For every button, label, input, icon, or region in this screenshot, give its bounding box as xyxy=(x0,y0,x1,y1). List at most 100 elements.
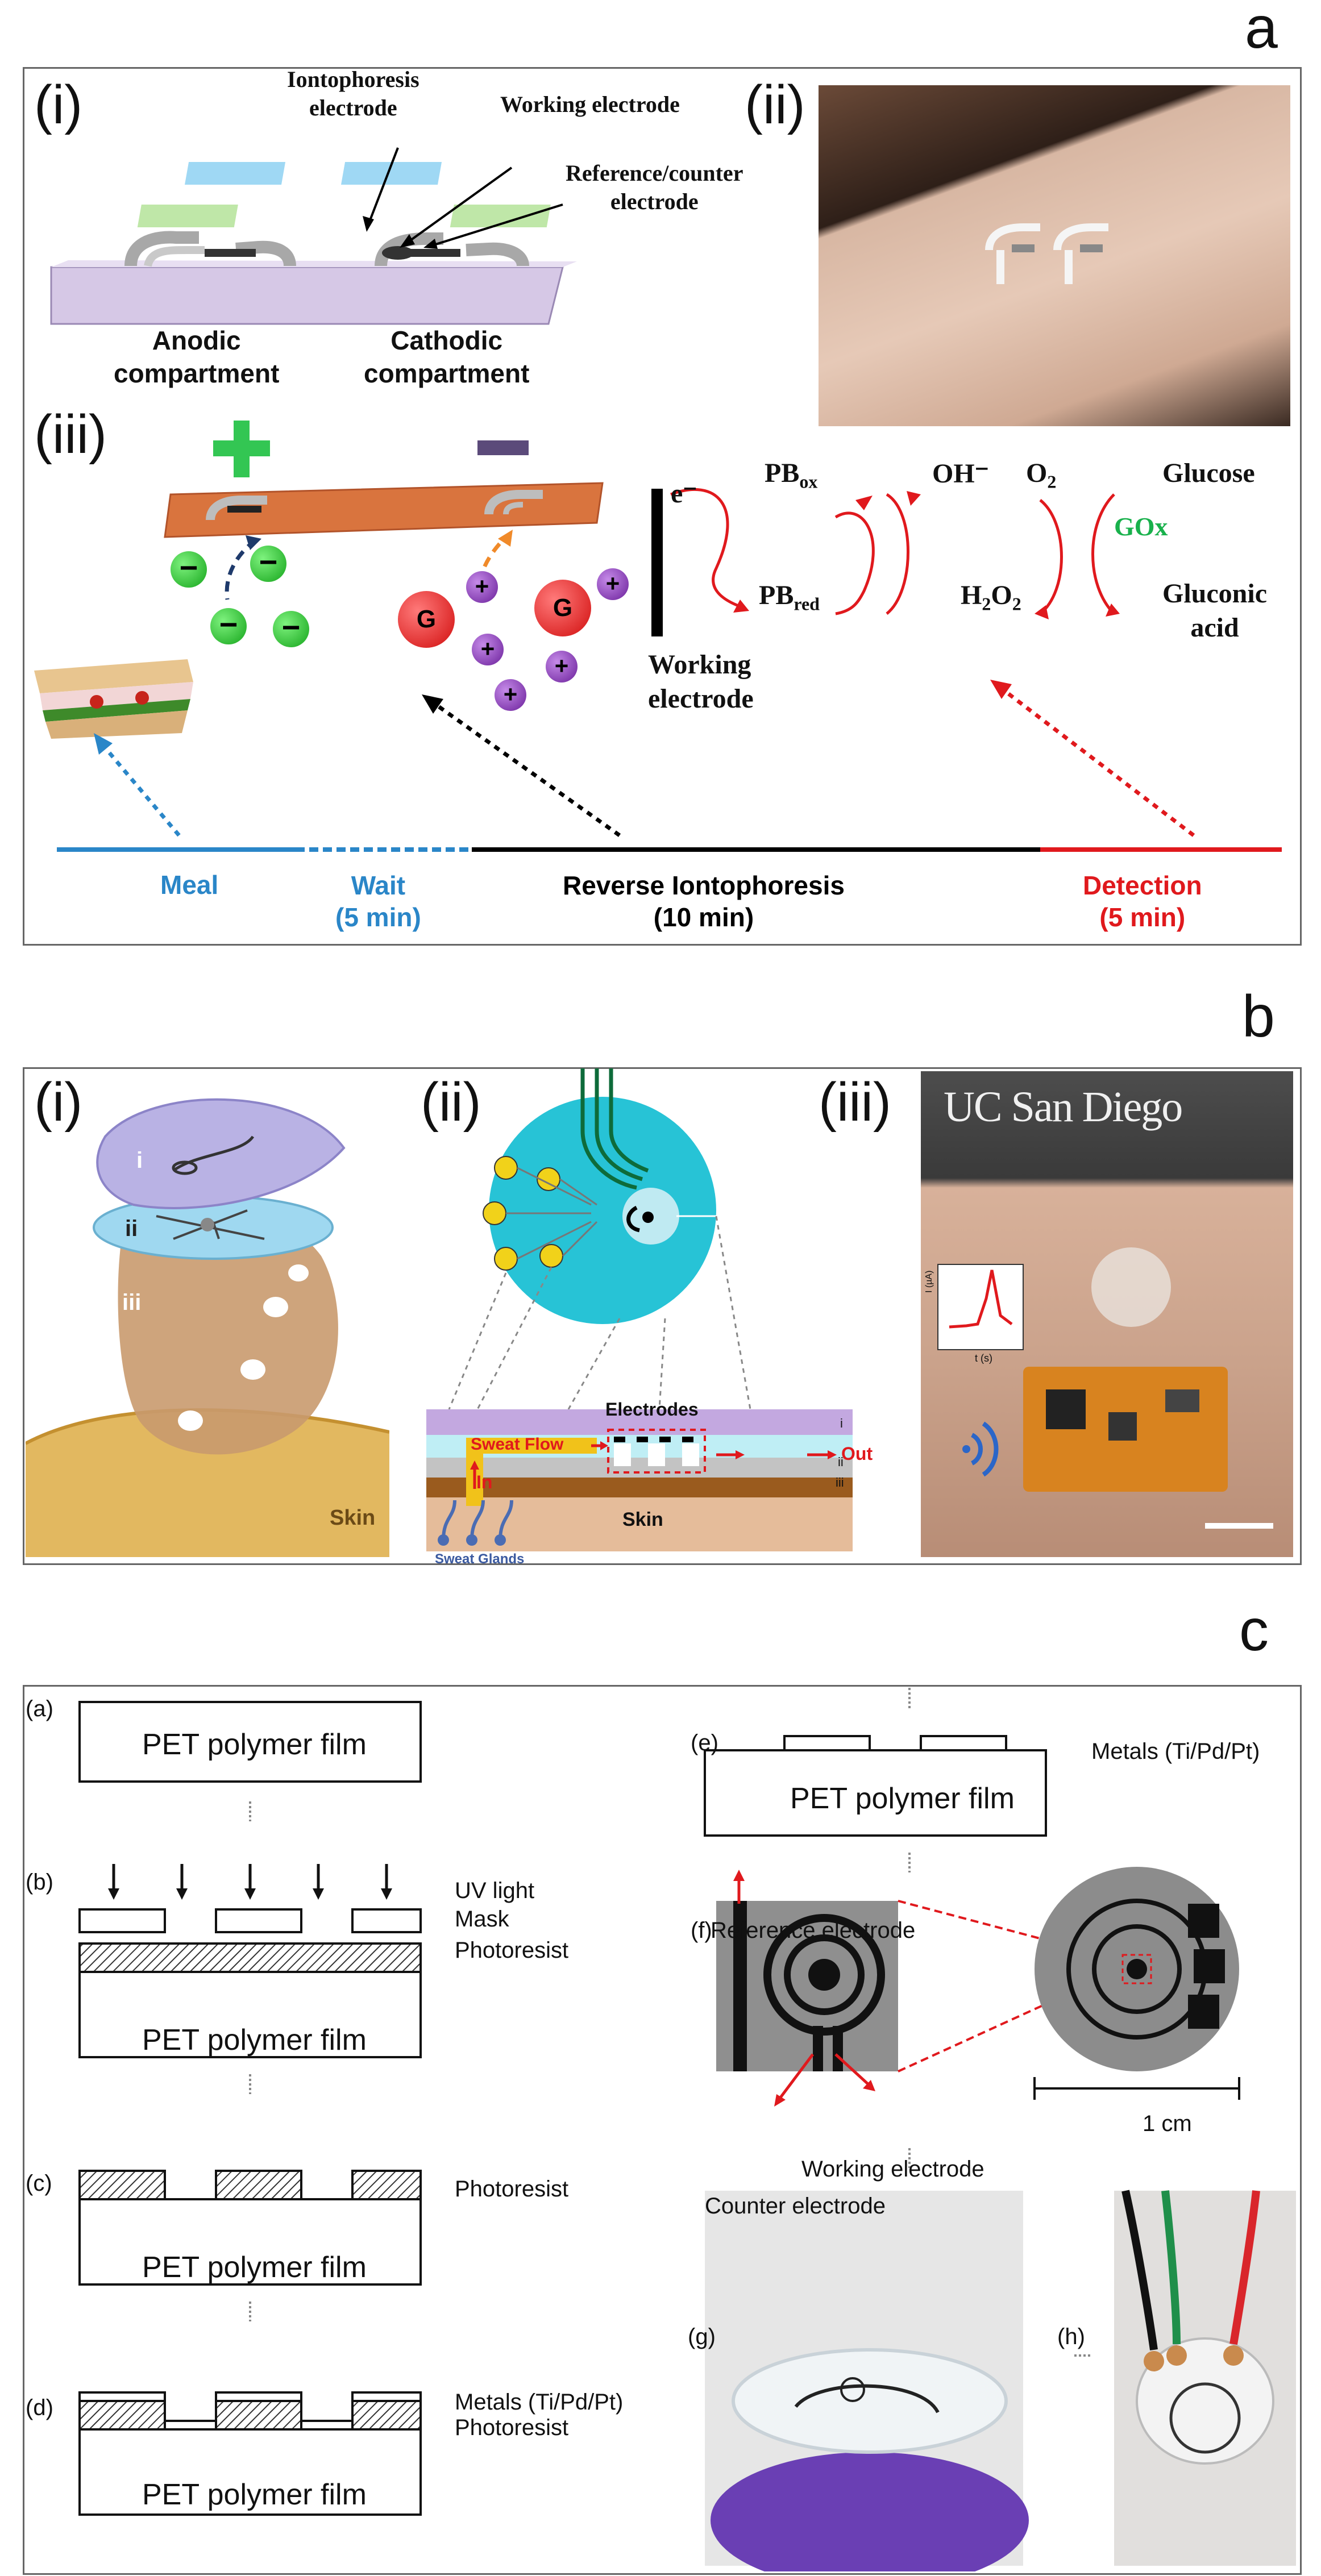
h2o2-sub2: 2 xyxy=(1012,593,1021,614)
h2o2-h: H xyxy=(961,580,982,610)
anion-3: − xyxy=(210,608,247,644)
cross-section-skin-label: Skin xyxy=(622,1509,663,1530)
working-electrode-dot xyxy=(382,246,414,260)
gox-label: GOx xyxy=(1114,512,1168,541)
pb-red-text: PB xyxy=(759,580,794,610)
fabrication-steps-right xyxy=(704,1688,1296,2571)
exploded-layers xyxy=(26,1098,389,1557)
layer-label-ii: ii xyxy=(125,1216,138,1241)
step-e-label: (e) xyxy=(691,1730,718,1755)
substrate xyxy=(50,266,564,325)
sandwich-image xyxy=(28,648,199,744)
panel-a-sub-iii: (iii) xyxy=(34,404,107,465)
step-d-film: PET polymer film xyxy=(142,2478,367,2511)
ucsd-logo-text: UC San Diego xyxy=(944,1083,1183,1131)
hydroxide-label: OH⁻ xyxy=(932,459,990,489)
cs-label-i: i xyxy=(840,1416,843,1430)
skin-label: Skin xyxy=(330,1506,376,1530)
anode-electrode xyxy=(205,249,256,257)
cation-4: + xyxy=(495,679,526,711)
h2o2-o: O xyxy=(991,580,1012,610)
detection-line2: (5 min) xyxy=(1099,902,1186,932)
plot-x-label: t (s) xyxy=(975,1352,992,1364)
iontophoresis-diagram xyxy=(164,421,604,600)
gluconic-line1: Gluconic xyxy=(1162,579,1268,609)
in-label: In xyxy=(476,1472,493,1492)
panel-letter-c: c xyxy=(1239,1597,1269,1663)
panel-b-sub-iii: (iii) xyxy=(819,1072,891,1133)
reverse-line1: Reverse Iontophoresis xyxy=(563,871,845,900)
cathode-electrode xyxy=(409,249,460,257)
panel-a-sub-i: (i) xyxy=(34,74,83,135)
plot-y-label: I (µA) xyxy=(924,1270,934,1293)
wait-line1: Wait xyxy=(351,871,406,900)
pb-red-sub: red xyxy=(794,593,820,614)
iontophoresis-label-line2: electrode xyxy=(309,95,397,120)
sweat-flow-label: Sweat Flow xyxy=(471,1435,564,1454)
panel-b-sub-ii: (ii) xyxy=(421,1072,481,1133)
panel-a-sub-ii: (ii) xyxy=(745,74,805,135)
ucsd-wearable-photo: UC San Diego t (s) I (µA) xyxy=(921,1071,1293,1557)
gluconic-acid-label: Gluconic acid xyxy=(1162,577,1267,645)
step-h-label: (h) xyxy=(1057,2324,1085,2349)
step-g-label: (g) xyxy=(688,2324,716,2349)
reference-label-line1: Reference/counter xyxy=(566,160,743,186)
skin-patch xyxy=(164,482,604,538)
layer-label-iii: iii xyxy=(122,1290,142,1315)
anodic-compartment-label: Anodic compartment xyxy=(114,324,279,390)
reference-label-line2: electrode xyxy=(610,189,699,214)
metals-label-e: Metals (Ti/Pd/Pt) xyxy=(1091,1739,1260,1764)
step-b-film: PET polymer film xyxy=(142,2024,367,2057)
pad-blue-1 xyxy=(185,162,286,185)
timeline-detection-label: Detection (5 min) xyxy=(1083,869,1202,933)
anion-4: − xyxy=(273,611,309,647)
pb-ox-label: PBox xyxy=(765,457,817,493)
working-caption-line2: electrode xyxy=(648,684,754,714)
photoresist-label-c: Photoresist xyxy=(455,2177,569,2202)
detection-line1: Detection xyxy=(1083,871,1202,900)
fabrication-steps-left xyxy=(78,1701,422,2516)
reaction-scheme xyxy=(651,488,1120,636)
cation-1: + xyxy=(466,571,498,603)
pb-ox-text: PB xyxy=(765,458,800,488)
arm-tattoo-sensor xyxy=(985,223,1108,284)
cation-5: + xyxy=(597,568,629,600)
anodic-line2: compartment xyxy=(114,359,280,388)
working-electrode-label: Working electrode xyxy=(500,91,680,117)
pad-blue-2 xyxy=(341,162,442,185)
cs-label-ii: ii xyxy=(838,1455,844,1469)
oxygen-label: O2 xyxy=(1026,457,1056,493)
reference-electrode-label: Reference electrode xyxy=(711,1918,916,1943)
gluconic-line2: acid xyxy=(1190,613,1239,643)
timeline-reverse-label: Reverse Iontophoresis (10 min) xyxy=(563,869,845,933)
iontophoresis-electrode-label: Iontophoresis electrode xyxy=(287,65,419,122)
panel-letter-a: a xyxy=(1245,0,1278,61)
iontophoresis-label-line1: Iontophoresis xyxy=(287,66,419,92)
sweat-sensor-diagram xyxy=(426,1068,853,1551)
layer-label-i: i xyxy=(136,1148,143,1173)
step-f-label: (f) xyxy=(691,1918,712,1943)
sensor-disc xyxy=(489,1097,716,1324)
pad-green-1 xyxy=(137,205,238,227)
uv-light-label: UV light xyxy=(455,1878,535,1903)
out-label: Out xyxy=(841,1443,873,1464)
anion-1: − xyxy=(171,551,207,588)
panel-b-sub-i: (i) xyxy=(34,1072,83,1133)
h2o2-label: H2O2 xyxy=(961,580,1021,615)
anodic-line1: Anodic xyxy=(152,326,241,355)
cathodic-line1: Cathodic xyxy=(391,326,503,355)
glucose-molecule-2: G xyxy=(534,580,591,636)
device-schematic xyxy=(50,147,577,325)
arm-photo xyxy=(819,85,1290,426)
wearable-device xyxy=(937,1247,1273,1529)
working-caption-line1: Working xyxy=(648,650,751,680)
electron-label: e⁻ xyxy=(671,478,697,509)
pb-red-label: PBred xyxy=(759,580,820,615)
scale-bar-label: 1 cm xyxy=(1143,2111,1192,2136)
h2o2-sub1: 2 xyxy=(982,593,991,614)
metals-label-d: Metals (Ti/Pd/Pt) xyxy=(455,2390,624,2415)
step-c-label: (c) xyxy=(26,2171,52,2196)
timeline-meal-label: Meal xyxy=(160,870,219,900)
reference-counter-label: Reference/counter electrode xyxy=(566,159,743,216)
glucose-label: Glucose xyxy=(1162,458,1255,488)
